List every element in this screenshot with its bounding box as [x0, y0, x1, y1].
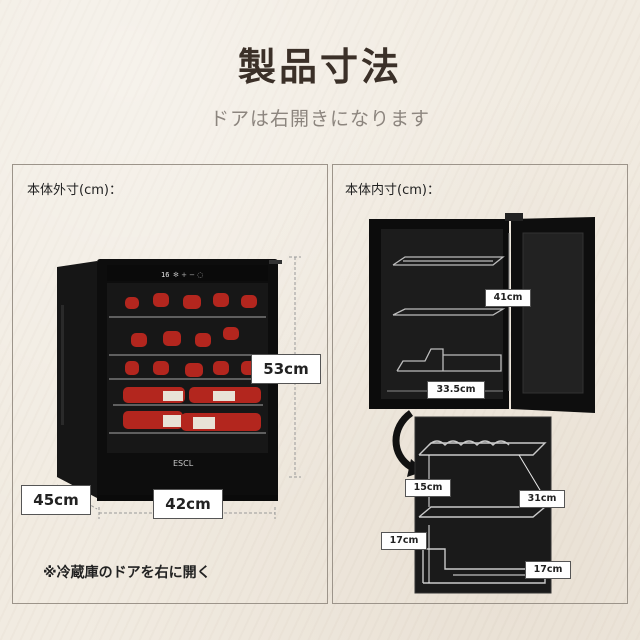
- brand-logo: ESCL: [173, 459, 194, 468]
- fridge-shelves: [109, 316, 266, 434]
- inner-width-label: 33.5cm: [427, 381, 485, 399]
- shelf-gap-label: 15cm: [405, 479, 451, 497]
- bottom-height-label: 17cm: [381, 532, 427, 550]
- depth-dimension-label: 45cm: [21, 485, 91, 515]
- page-subtitle: ドアは右開きになります: [209, 108, 430, 130]
- inner-dimensions-heading: 本体内寸(cm)：: [345, 183, 440, 198]
- bottle-labels: [163, 391, 235, 429]
- shelf-depth-label: 31cm: [519, 490, 565, 508]
- wine-fridge-illustration: 16 ✻ + − ◌: [56, 256, 301, 519]
- temperature-display: 16: [161, 271, 169, 279]
- height-dimension-label: 53cm: [251, 354, 321, 384]
- outer-dimensions-heading: 本体外寸(cm)：: [27, 183, 122, 198]
- outer-dimensions-panel: 本体外寸(cm)： 16 ✻ + − ◌: [12, 164, 328, 604]
- page-title: 製品寸法: [237, 45, 402, 89]
- svg-text:✻ + − ◌: ✻ + − ◌: [173, 271, 203, 279]
- inner-height-label: 41cm: [485, 289, 531, 307]
- door-direction-note: ※冷蔵庫のドアを右に開く: [43, 565, 211, 581]
- width-dimension-label: 42cm: [153, 489, 223, 519]
- interior-shelves: [392, 256, 506, 372]
- inner-dimensions-panel: 本体内寸(cm)：: [332, 164, 628, 604]
- bottom-depth-label: 17cm: [525, 561, 571, 579]
